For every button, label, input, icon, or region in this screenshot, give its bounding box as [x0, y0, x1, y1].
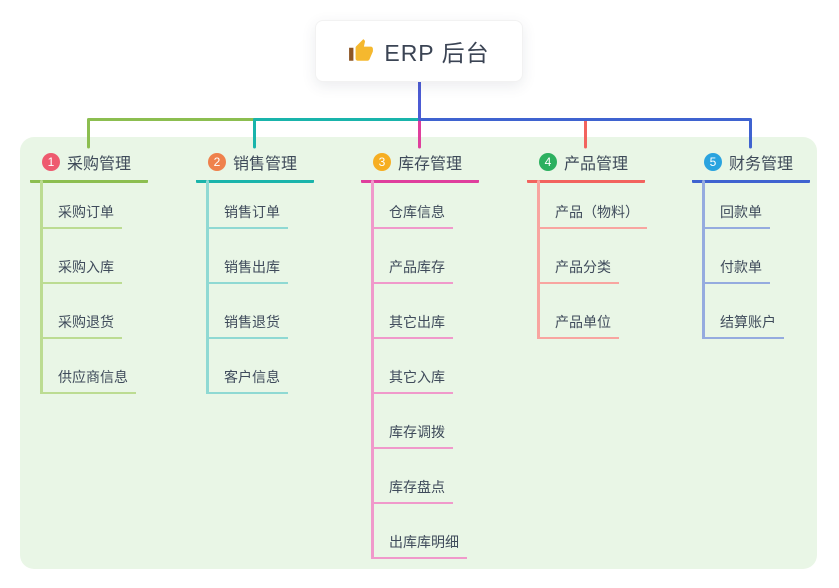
child-node[interactable]: 采购退货	[40, 313, 122, 339]
child-node[interactable]: 产品（物料）	[537, 203, 647, 229]
branch-number-badge: 4	[539, 153, 557, 171]
background-panel	[20, 137, 817, 569]
branch-title: 销售管理	[233, 156, 298, 173]
child-node[interactable]: 其它出库	[371, 313, 453, 339]
branch-header[interactable]: 2 销售管理	[196, 150, 314, 183]
branch-number-badge: 3	[373, 153, 391, 171]
root-node[interactable]: ERP 后台	[315, 20, 523, 82]
branch-title: 库存管理	[398, 156, 463, 173]
child-node[interactable]: 产品分类	[537, 258, 619, 284]
branch-header[interactable]: 4 产品管理	[527, 150, 645, 183]
child-node[interactable]: 出库库明细	[371, 533, 467, 559]
branch-number-badge: 5	[704, 153, 722, 171]
thumbs-up-icon	[349, 39, 374, 61]
child-node[interactable]: 供应商信息	[40, 368, 136, 394]
child-node[interactable]: 库存盘点	[371, 478, 453, 504]
branch-spine-line	[206, 180, 209, 394]
child-node[interactable]: 付款单	[702, 258, 770, 284]
child-node[interactable]: 销售订单	[206, 203, 288, 229]
child-node[interactable]: 产品库存	[371, 258, 453, 284]
child-node[interactable]: 销售出库	[206, 258, 288, 284]
child-node[interactable]: 产品单位	[537, 313, 619, 339]
branch-title: 产品管理	[564, 156, 629, 173]
branch-header[interactable]: 1 采购管理	[30, 150, 148, 183]
branch-spine-line	[40, 180, 43, 394]
child-node[interactable]: 采购订单	[40, 203, 122, 229]
branch-spine-line	[371, 180, 374, 559]
branch-number-badge: 1	[42, 153, 60, 171]
child-node[interactable]: 结算账户	[702, 313, 784, 339]
branch-spine-line	[702, 180, 705, 339]
branch-spine-line	[537, 180, 540, 339]
child-node[interactable]: 销售退货	[206, 313, 288, 339]
branch-number-badge: 2	[208, 153, 226, 171]
child-node[interactable]: 仓库信息	[371, 203, 453, 229]
branch-header[interactable]: 3 库存管理	[361, 150, 479, 183]
child-node[interactable]: 其它入库	[371, 368, 453, 394]
root-title: ERP 后台	[384, 40, 490, 66]
branch-title: 采购管理	[67, 156, 132, 173]
child-node[interactable]: 采购入库	[40, 258, 122, 284]
branch-header[interactable]: 5 财务管理	[692, 150, 810, 183]
child-node[interactable]: 库存调拨	[371, 423, 453, 449]
child-node[interactable]: 客户信息	[206, 368, 288, 394]
branch-title: 财务管理	[729, 156, 794, 173]
child-node[interactable]: 回款单	[702, 203, 770, 229]
